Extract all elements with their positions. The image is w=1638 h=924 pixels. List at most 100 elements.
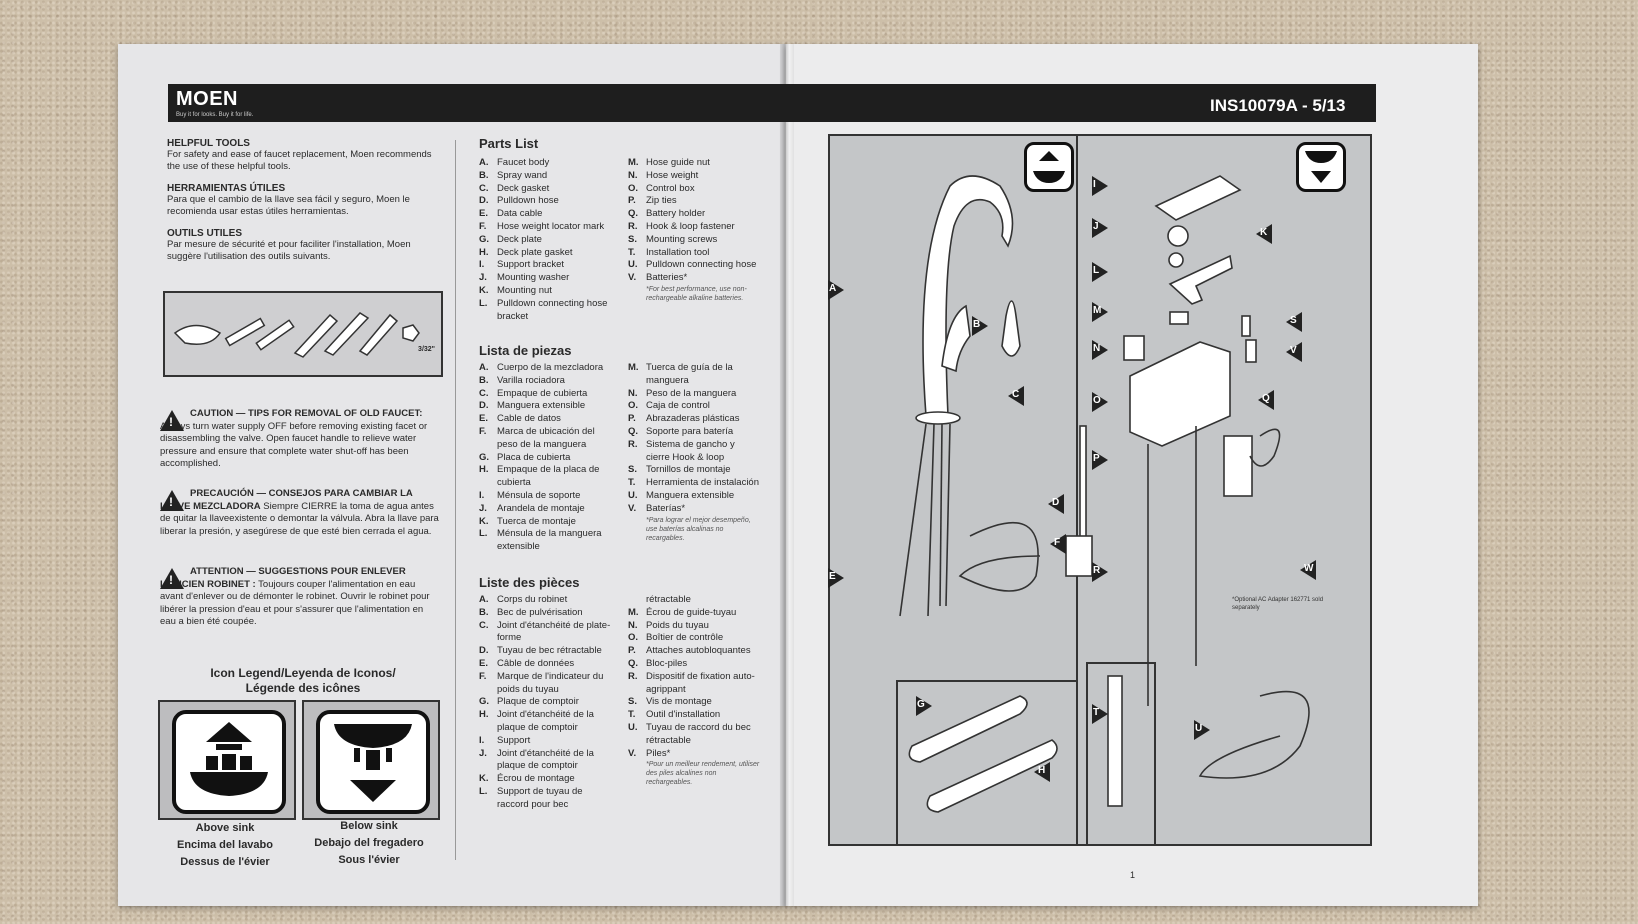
tools-title-es: HERRAMIENTAS ÚTILES [167,183,286,194]
part-key: T. [628,246,636,258]
above-sink-box [158,700,296,820]
part-key: B. [479,606,489,618]
part-name: Pulldown connecting hose [646,259,757,271]
part-name: Manguera extensible [497,400,586,412]
label-b: B [972,316,988,336]
parts-list-item: B.Varilla rociadora [479,375,611,388]
installation-tool-icon [1107,675,1123,807]
part-key: B. [479,169,489,181]
parts-list-item: C.Deck gasket [479,183,611,196]
part-name: Mounting washer [497,272,570,284]
part-key: A. [479,362,489,373]
part-name: Dispositif de fixation auto-agrippant [646,670,755,695]
part-key: S. [628,464,637,476]
parts-list-item: K.Mounting nut [479,285,611,298]
parts-list-item: rétractable [628,594,760,607]
part-name: Câble de données [497,657,575,669]
part-key: T. [628,477,636,489]
parts-list-item: C.Joint d'étanchéité de plate-forme [479,620,611,646]
part-key: L. [479,297,488,309]
warning-icon [160,490,184,511]
label-c: C [1008,386,1024,406]
parts-list-item: I.Support bracket [479,259,611,272]
part-name: Marque de l'indicateur du poids du tuyau [497,670,604,695]
parts-list-item: D. Tuyau de bec rétractable [479,645,611,658]
parts-list-item: Q.Battery holder [628,208,760,221]
warning-title-es: PRECAUCIÓN — CONSEJOS PARA CAMBIAR LA LL… [160,488,413,512]
label-o: O [1092,392,1108,412]
part-name: Support [497,734,531,746]
part-key: A. [479,157,489,168]
tools-text-es: Para que el cambio de la llave sea fácil… [167,194,410,217]
label-g: G [916,696,932,716]
warning-icon [160,410,184,431]
part-key: U. [628,489,638,501]
part-name: Hose guide nut [646,157,710,168]
part-key: N. [628,387,638,399]
part-name: Arandela de montaje [497,502,585,514]
part-name: Bloc-piles [646,657,688,669]
label-m: M [1092,302,1108,322]
parts-list-title-en: Parts List [479,136,539,151]
part-key: L. [479,528,488,540]
part-name: Herramienta de instalación [646,477,760,489]
part-name: Support bracket [497,259,565,271]
parts-list-item: I.Support [479,735,611,748]
label-p: P [1092,450,1108,470]
part-name: Écrou de guide-tuyau [646,606,737,618]
label-k: K [1256,224,1272,244]
support-bracket-icon [1154,175,1242,221]
part-name: Cuerpo de la mezcladora [497,362,604,373]
part-name: Tuyau de bec rétractable [497,645,602,657]
data-cable-icon [1249,428,1281,467]
part-name: Ménsula de la manguera extensible [497,528,602,553]
tools-text-fr: Par mesure de sécurité et pour faciliter… [167,239,411,262]
parts-list-item: A. Cuerpo de la mezcladora [479,362,611,375]
part-key: D. [479,645,489,657]
label-v: V [1286,342,1302,362]
label-l: L [1092,262,1108,282]
part-key: F. [479,220,487,232]
part-key: O. [628,182,639,194]
parts-list-item: T.Installation tool [628,247,760,260]
part-key: O. [628,632,639,644]
parts-list-item: R.Hook & loop fastener [628,221,760,234]
part-name: Spray wand [497,169,548,181]
label-h: H [1034,762,1050,782]
part-key: R. [628,438,638,450]
parts-list-item: U.Manguera extensible [628,490,760,503]
pliers-icon [293,313,339,358]
hex-key-size: 3/32" [418,346,435,353]
part-key: H. [479,246,489,258]
part-key: C. [479,619,489,631]
exploded-parts-diagram: A B C D E F G H I J K L M N O P Q R S T … [828,134,1372,846]
parts-list-item: F.Marca de ubicación del peso de la mang… [479,426,611,452]
part-key: J. [479,502,487,514]
part-name: Bec de pulvérisation [497,606,583,618]
parts-list-item: R. Sistema de gancho y cierre Hook & loop [628,439,760,465]
warning-es: PRECAUCIÓN — CONSEJOS PARA CAMBIAR LA LL… [160,488,440,538]
part-name: Sistema de gancho y cierre Hook & loop [646,438,735,463]
warning-en: CAUTION — TIPS FOR REMOVAL OF OLD FAUCET… [160,408,440,471]
part-key: I. [479,489,485,501]
part-key: V. [628,747,637,759]
tools-section: HELPFUL TOOLS For safety and ease of fau… [167,138,437,263]
part-key: J. [479,272,487,284]
part-name: Écrou de montage [497,773,575,785]
nut-icon [402,324,420,342]
parts-list-item: F.Hose weight locator mark [479,221,611,234]
part-name: Data cable [497,208,543,220]
parts-list-item: H.Joint d'étanchéité de la plaque de com… [479,709,611,735]
part-name: Deck plate gasket [497,246,573,258]
part-name: Mounting nut [497,284,552,296]
column-divider [455,140,456,860]
parts-list-item: K.Tuerca de montaje [479,516,611,529]
warning-title-fr: ATTENTION — SUGGESTIONS POUR ENLEVER L'A… [160,566,406,590]
part-key: O. [628,400,639,412]
part-key: D. [479,195,489,207]
part-name: Deck plate [497,233,542,245]
parts-list-item: U.Tuyau de raccord du bec rétractable [628,722,760,748]
